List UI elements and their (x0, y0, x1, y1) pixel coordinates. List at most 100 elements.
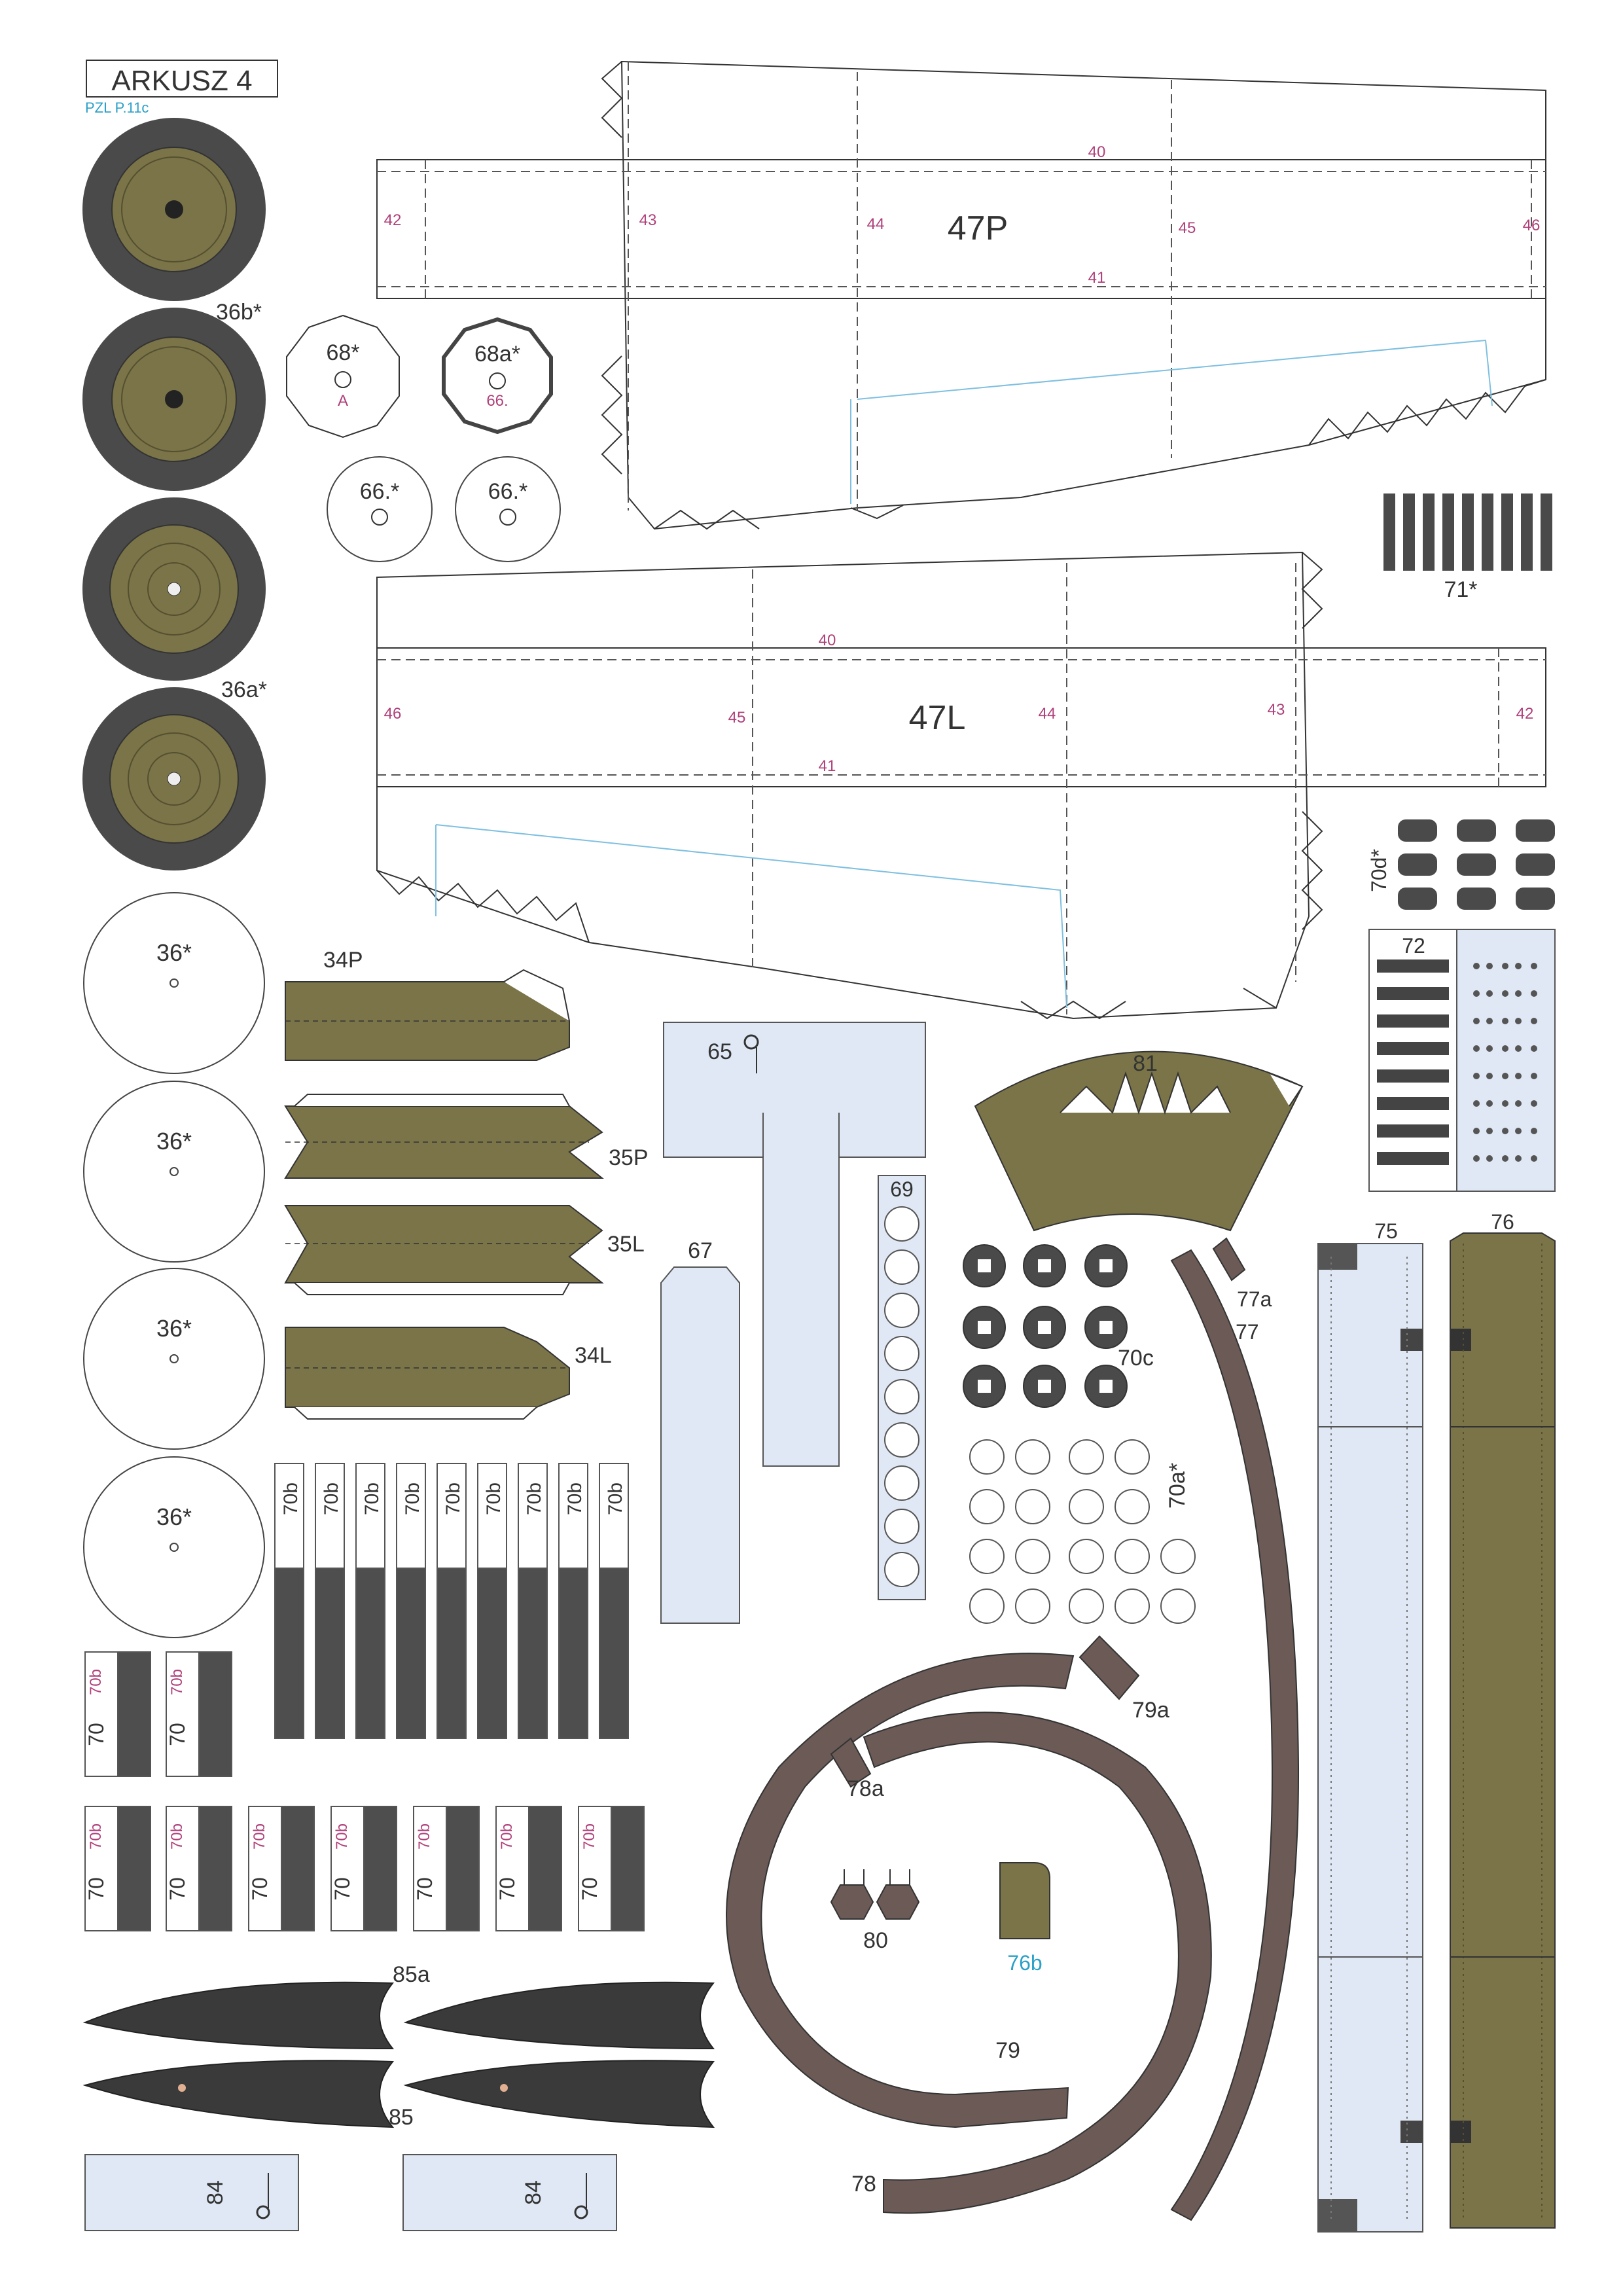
disc-label-36-1: 36* (156, 939, 192, 966)
wheel-disc-36-1: 36* (83, 892, 265, 1074)
sheet-subtitle: PZL P.11c (85, 99, 149, 116)
part-70b-label-1: 70b (280, 1482, 302, 1515)
disc-label-36-2: 36* (156, 1128, 192, 1155)
wheel-36b-top (82, 118, 266, 301)
part-69: 69 (878, 1175, 926, 1600)
part-68a-label: 68a* (474, 342, 520, 367)
wing-47p-label: 47P (948, 209, 1008, 247)
part-84-label-1: 84 (203, 2180, 228, 2205)
part-70b-label-4: 70b (402, 1482, 423, 1515)
block-70b-label-4: 70b (168, 1823, 186, 1850)
block-70-label-4: 70 (166, 1877, 189, 1901)
block-70-label-8: 70 (495, 1877, 519, 1901)
part-label-36a: 36a* (221, 677, 267, 702)
part-71-strips: 71* (1383, 493, 1552, 602)
wing-47p-mark-40: 40 (1088, 143, 1106, 161)
part-34l-label: 34L (575, 1343, 612, 1368)
part-70d-label: 70d* (1367, 849, 1391, 892)
part-80: 80 (830, 1869, 920, 1953)
part-68a: 68a* 66. (442, 317, 553, 435)
part-81-label: 81 (1133, 1051, 1158, 1076)
part-label-36b: 36b* (216, 300, 262, 325)
wing-47p: 47P 40 41 42 43 44 45 46 (376, 60, 1546, 530)
wing-47p-mark-42: 42 (384, 211, 402, 229)
wing-47l-mark-43: 43 (1268, 701, 1285, 719)
part-66-2-label: 66.* (488, 479, 528, 504)
block-70-label-7: 70 (413, 1877, 437, 1901)
block-70-label-3: 70 (84, 1877, 108, 1901)
wheel-36a-bottom (82, 687, 266, 870)
part-76b-label: 76b (1007, 1951, 1042, 1975)
wing-47p-mark-45: 45 (1179, 219, 1196, 237)
part-78: 78 78a (830, 1712, 1212, 2214)
block-70-label-2: 70 (166, 1723, 189, 1746)
block-70b-label-1: 70b (87, 1669, 105, 1695)
wing-47p-mark-44: 44 (867, 215, 885, 233)
part-77a-label: 77a (1237, 1287, 1272, 1311)
part-79: 79 79a (726, 1635, 1169, 2128)
part-35p-label: 35P (609, 1145, 649, 1170)
part-34p: 34P (285, 948, 570, 1061)
part-77-label: 77 (1236, 1320, 1259, 1344)
part-85a: 85a (82, 1962, 715, 2050)
block-70b-label-3: 70b (87, 1823, 105, 1850)
part-85: 85 (82, 2060, 715, 2130)
part-76: 76 (1450, 1210, 1556, 2229)
part-35l: 35L (284, 1205, 645, 1295)
block-70-label-1: 70 (84, 1723, 108, 1746)
part-70c: 70c (963, 1244, 1154, 1408)
wheel-36b-bottom (82, 308, 266, 491)
part-68-label: 68* (326, 340, 359, 365)
wing-47p-mark-41: 41 (1088, 269, 1106, 287)
part-70b-label-6: 70b (483, 1482, 505, 1515)
part-67-label: 67 (688, 1238, 713, 1263)
part-85-label: 85 (389, 2105, 414, 2130)
part-67: 67 (660, 1238, 740, 1624)
part-70b-label-5: 70b (442, 1482, 464, 1515)
wing-47p-mark-46: 46 (1523, 217, 1541, 234)
part-68: 68* A (286, 314, 400, 439)
part-70b-label-8: 70b (564, 1482, 586, 1515)
part-76b: 76b (999, 1862, 1050, 1975)
wing-47l: 47L 40 41 42 43 44 45 46 (376, 551, 1546, 1020)
wing-47l-mark-45: 45 (728, 709, 746, 726)
disc-label-36-3: 36* (156, 1315, 192, 1342)
block-70b-label-9: 70b (580, 1823, 598, 1850)
part-85a-label: 85a (393, 1962, 430, 1987)
part-70a: 70a* (969, 1439, 1196, 1624)
part-75-label: 75 (1374, 1219, 1398, 1243)
part-77: 77a 77 (1170, 1237, 1300, 2221)
sheet-header: ARKUSZ 4 PZL P.11c (85, 60, 278, 116)
wing-47l-mark-44: 44 (1039, 705, 1056, 723)
part-78a-label: 78a (847, 1776, 884, 1801)
wheel-disc-36-4: 36* (83, 1456, 265, 1638)
part-81: 81 (974, 1050, 1304, 1232)
part-70b-label-3: 70b (361, 1482, 383, 1515)
part-66-1: 66.* (327, 456, 433, 562)
block-70b-label-5: 70b (251, 1823, 268, 1850)
part-76-label: 76 (1491, 1210, 1514, 1234)
part-78-label: 78 (851, 2172, 876, 2197)
part-68-sub: A (338, 392, 348, 410)
part-70b-label-9: 70b (605, 1482, 626, 1515)
part-34p-label: 34P (323, 948, 363, 973)
wing-47l-mark-42: 42 (1516, 705, 1534, 723)
wheel-disc-36-2: 36* (83, 1081, 265, 1263)
part-70c-label: 70c (1118, 1346, 1154, 1371)
part-35l-label: 35L (607, 1232, 645, 1257)
wheel-disc-36-3: 36* (83, 1268, 265, 1450)
part-75: 75 (1317, 1219, 1423, 2233)
part-84-label-2: 84 (521, 2180, 546, 2205)
disc-label-36-4: 36* (156, 1503, 192, 1530)
part-70d: 70d* (1367, 819, 1555, 910)
part-84-left: 84 (84, 2154, 299, 2231)
part-34l: 34L (285, 1327, 612, 1420)
sheet-title: ARKUSZ 4 (111, 65, 252, 97)
part-79-label: 79 (995, 2038, 1020, 2063)
wing-47l-mark-40: 40 (819, 632, 836, 649)
part-84-right: 84 (402, 2154, 617, 2231)
part-65-label: 65 (707, 1039, 732, 1064)
block-70-label-6: 70 (330, 1877, 354, 1901)
wing-47l-label: 47L (909, 699, 966, 737)
